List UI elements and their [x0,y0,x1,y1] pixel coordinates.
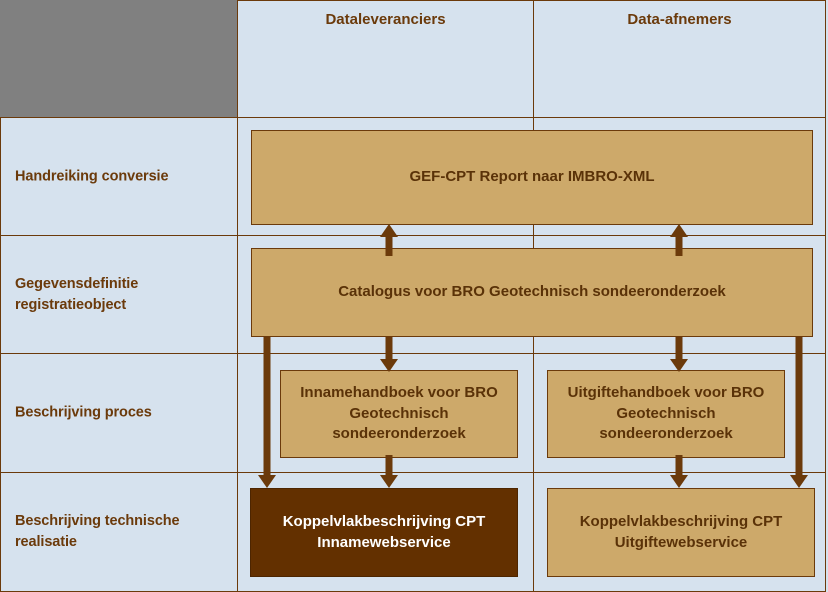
row-label-cell-datadef: Gegevensdefinitie registratieobject [0,235,238,354]
arrow-catalogus-to-gefcpt-left [380,224,398,256]
column-header-cell-dataleveranciers: Dataleveranciers [237,0,534,118]
arrow-shaft [675,235,683,256]
box-koppelvlak-uitgiftewebservice-label: Koppelvlakbeschrijving CPT Uitgiftewebse… [579,512,783,551]
arrow-head [258,475,276,488]
box-koppelvlak-innamewebservice[interactable]: Koppelvlakbeschrijving CPT Innamewebserv… [250,488,518,577]
box-catalogus-label: Catalogus voor BRO Geotechnisch sondeero… [338,283,726,301]
arrow-head [670,475,688,488]
box-innamehandboek-label: Innamehandboek voor BRO Geotechnisch son… [300,383,498,443]
box-innamehandboek[interactable]: Innamehandboek voor BRO Geotechnisch son… [280,370,518,458]
row-label-technical: Beschrijving technische realisatie [15,512,180,550]
arrow-shaft [263,336,271,477]
arrow-head [380,224,398,237]
box-koppelvlak-innamewebservice-label: Koppelvlakbeschrijving CPT Innamewebserv… [282,512,486,551]
arrow-head [670,224,688,237]
row-label-conversion: Handreiking conversie [15,167,169,184]
arrow-head [380,359,398,372]
column-header-dataleveranciers: Dataleveranciers [325,11,446,28]
arrow-uitgiftehandboek-to-koppelvlak [670,455,688,488]
row-label-process: Beschrijving proces [15,404,152,421]
arrow-shaft [795,336,803,477]
arrow-shaft [385,336,393,361]
arrow-shaft [385,455,393,477]
box-gef-cpt-report[interactable]: GEF-CPT Report naar IMBRO-XML [251,130,813,225]
corner-block [0,0,238,118]
arrow-shaft [675,455,683,477]
box-uitgiftehandboek-label: Uitgiftehandboek voor BRO Geotechnisch s… [567,383,765,443]
row-label-cell-technical: Beschrijving technische realisatie [0,472,238,592]
column-header-data-afnemers: Data-afnemers [627,11,732,28]
arrow-head [380,475,398,488]
box-uitgiftehandboek[interactable]: Uitgiftehandboek voor BRO Geotechnisch s… [547,370,785,458]
box-koppelvlak-uitgiftewebservice[interactable]: Koppelvlakbeschrijving CPT Uitgiftewebse… [547,488,815,577]
box-catalogus[interactable]: Catalogus voor BRO Geotechnisch sondeero… [251,248,813,337]
arrow-catalogus-to-koppelvlak-inname [258,336,276,488]
column-header-cell-data-afnemers: Data-afnemers [533,0,826,118]
arrow-head [790,475,808,488]
box-gef-cpt-report-label: GEF-CPT Report naar IMBRO-XML [409,168,655,186]
row-label-cell-conversion: Handreiking conversie [0,117,238,236]
arrow-shaft [675,336,683,361]
row-label-cell-process: Beschrijving proces [0,353,238,473]
row-label-datadef: Gegevensdefinitie registratieobject [15,275,139,313]
arrow-catalogus-to-koppelvlak-uitgifte [790,336,808,488]
arrow-shaft [385,235,393,256]
arrow-catalogus-to-innamehandboek [380,336,398,372]
arrow-head [670,359,688,372]
arrow-catalogus-to-uitgiftehandboek [670,336,688,372]
arrow-catalogus-to-gefcpt-right [670,224,688,256]
arrow-innamehandboek-to-koppelvlak [380,455,398,488]
